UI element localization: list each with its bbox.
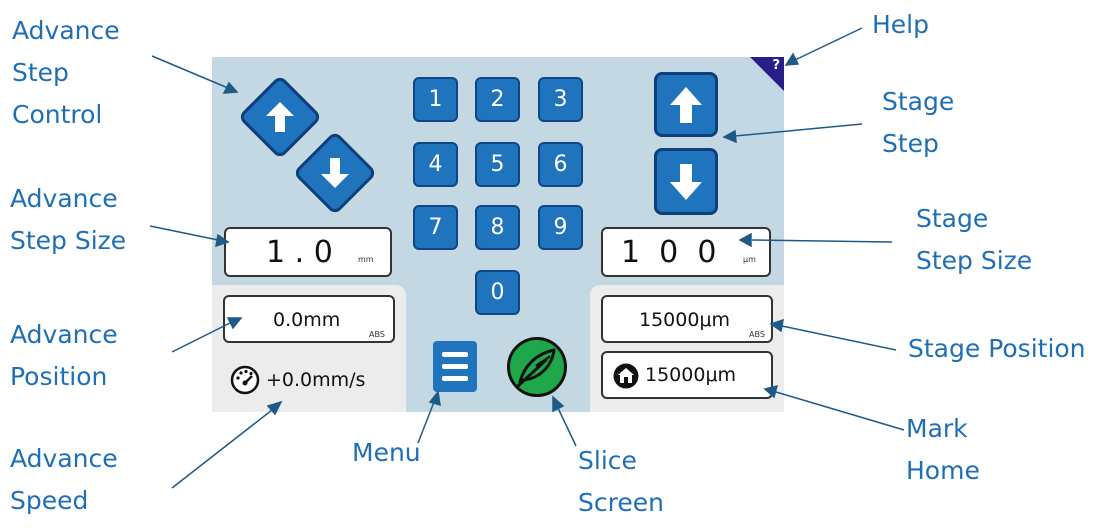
arrow-up-icon bbox=[670, 86, 702, 123]
stage-position-value: 15000μm bbox=[639, 309, 731, 331]
advance-position-value: 0.0mm bbox=[273, 309, 341, 331]
keypad-key-0[interactable]: 0 bbox=[475, 270, 520, 315]
advance-position-abs-tag: ABS bbox=[369, 330, 385, 339]
home-position-value: 15000μm bbox=[645, 364, 737, 386]
advance-forward-button[interactable] bbox=[292, 130, 378, 216]
device-screen: ? 1 2 3 4 5 6 7 8 9 0 1 . 0 mm 1 0 0 μm bbox=[212, 57, 784, 412]
advance-retract-button[interactable] bbox=[237, 74, 323, 160]
keypad-key-6[interactable]: 6 bbox=[538, 142, 583, 187]
advance-position-field: 0.0mm ABS bbox=[223, 295, 395, 343]
arrow-down-right-icon bbox=[321, 158, 349, 188]
stage-position-abs-tag: ABS bbox=[749, 330, 765, 339]
stage-step-size-field[interactable]: 1 0 0 μm bbox=[601, 227, 771, 277]
arrow-down-icon bbox=[670, 163, 702, 200]
stage-step-size-value: 1 0 0 bbox=[621, 235, 717, 270]
mark-home-button[interactable]: 15000μm bbox=[601, 351, 773, 399]
keypad-key-5[interactable]: 5 bbox=[475, 142, 520, 187]
advance-step-size-value: 1 . 0 bbox=[266, 235, 333, 270]
keypad-key-7[interactable]: 7 bbox=[413, 205, 458, 250]
stage-down-button[interactable] bbox=[654, 148, 718, 215]
callout-menu: Menu bbox=[352, 438, 421, 467]
callout-mark-home: Mark Home bbox=[906, 414, 980, 485]
callout-advance-step-control: Advance Step Control bbox=[12, 16, 120, 129]
help-icon: ? bbox=[772, 58, 780, 73]
speedometer-icon bbox=[230, 365, 260, 395]
callout-stage-position: Stage Position bbox=[908, 334, 1086, 363]
callout-advance-speed: Advance Speed bbox=[10, 444, 118, 515]
stage-up-button[interactable] bbox=[654, 72, 718, 137]
advance-step-size-field[interactable]: 1 . 0 mm bbox=[224, 227, 392, 277]
keypad-key-3[interactable]: 3 bbox=[538, 77, 583, 122]
stage-position-field: 15000μm ABS bbox=[601, 295, 773, 343]
callout-advance-step-size: Advance Step Size bbox=[10, 184, 127, 255]
help-button[interactable] bbox=[750, 57, 784, 91]
callout-stage-step-size: Stage Step Size bbox=[916, 204, 1033, 275]
callout-advance-position: Advance Position bbox=[10, 320, 118, 391]
stage-step-size-unit: μm bbox=[743, 255, 756, 264]
keypad-key-1[interactable]: 1 bbox=[413, 77, 458, 122]
callout-slice-screen: Slice Screen bbox=[578, 446, 664, 517]
advance-step-size-unit: mm bbox=[358, 255, 374, 264]
callout-help: Help bbox=[872, 10, 929, 39]
keypad-key-2[interactable]: 2 bbox=[475, 77, 520, 122]
advance-speed-value: +0.0mm/s bbox=[266, 369, 366, 391]
menu-button[interactable] bbox=[433, 341, 477, 392]
keypad-key-9[interactable]: 9 bbox=[538, 205, 583, 250]
callout-stage-step: Stage Step bbox=[882, 87, 955, 158]
menu-icon bbox=[442, 352, 468, 381]
arrow-up-left-icon bbox=[266, 102, 294, 132]
slice-screen-button[interactable] bbox=[506, 336, 568, 398]
home-icon bbox=[613, 363, 639, 389]
slice-leaf-icon bbox=[516, 348, 556, 388]
keypad-key-4[interactable]: 4 bbox=[413, 142, 458, 187]
keypad-key-8[interactable]: 8 bbox=[475, 205, 520, 250]
